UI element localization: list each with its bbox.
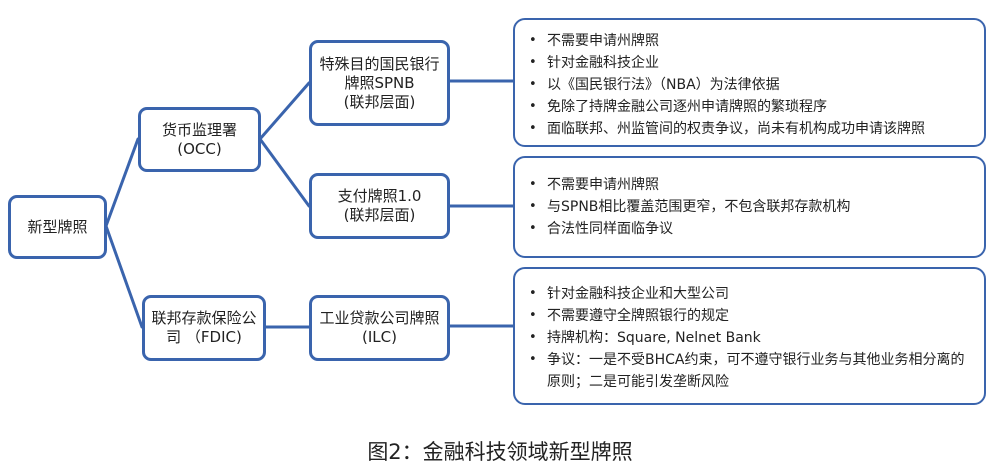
figure-caption: 图2：金融科技领域新型牌照	[367, 440, 633, 464]
license-label-line: 牌照SPNB	[344, 73, 415, 92]
detail-item: 不需要申请州牌照	[527, 30, 970, 52]
detail-item: 不需要遵守全牌照银行的规定	[527, 305, 970, 327]
root-node: 新型牌照	[8, 195, 107, 259]
root-label: 新型牌照	[27, 217, 88, 236]
detail-item: 持牌机构：Square, Nelnet Bank	[527, 327, 970, 349]
detail-item: 与SPNB相比覆盖范围更窄，不包含联邦存款机构	[527, 196, 970, 218]
detail-item: 面临联邦、州监管间的权责争议，尚未有机构成功申请该牌照	[527, 118, 970, 140]
link-occ-spnb	[258, 81, 311, 141]
regulator-label-line: 司 （FDIC)	[166, 328, 242, 346]
license-label-line: (联邦层面)	[343, 92, 416, 111]
detail-item: 针对金融科技企业	[527, 52, 970, 74]
regulator-label-line: 货币监理署	[161, 120, 237, 139]
regulator-node-occ: 货币监理署 (OCC)	[138, 107, 261, 172]
link-root-occ	[104, 137, 140, 228]
license-label-line: (ILC)	[362, 328, 397, 346]
regulator-node-fdic: 联邦存款保险公 司 （FDIC)	[142, 295, 266, 361]
detail-box-spnb: 不需要申请州牌照 针对金融科技企业 以《国民银行法》（NBA）为法律依据 免除了…	[513, 18, 986, 147]
detail-list: 不需要申请州牌照 与SPNB相比覆盖范围更窄，不包含联邦存款机构 合法性同样面临…	[527, 174, 970, 240]
detail-list: 针对金融科技企业和大型公司 不需要遵守全牌照银行的规定 持牌机构：Square,…	[527, 283, 970, 393]
detail-item: 针对金融科技企业和大型公司	[527, 283, 970, 305]
detail-item: 免除了持牌金融公司逐州申请牌照的繁琐程序	[527, 96, 970, 118]
license-label-line: 特殊目的国民银行	[319, 54, 440, 73]
regulator-label-line: 联邦存款保险公	[151, 309, 257, 327]
link-root-fdic	[104, 224, 144, 329]
detail-item: 合法性同样面临争议	[527, 218, 970, 240]
detail-item: 争议：一是不受BHCA约束，可不遵守银行业务与其他业务相分离的原则；二是可能引发…	[527, 349, 970, 393]
detail-item: 以《国民银行法》（NBA）为法律依据	[527, 74, 970, 96]
regulator-label-line: (OCC)	[177, 139, 222, 158]
detail-box-ilc: 针对金融科技企业和大型公司 不需要遵守全牌照银行的规定 持牌机构：Square,…	[513, 267, 986, 405]
license-node-payment: 支付牌照1.0 (联邦层面)	[309, 173, 450, 239]
detail-box-payment: 不需要申请州牌照 与SPNB相比覆盖范围更窄，不包含联邦存款机构 合法性同样面临…	[513, 156, 986, 258]
license-label-line: 工业贷款公司牌照	[319, 309, 440, 327]
link-occ-payment	[258, 137, 311, 208]
license-node-ilc: 工业贷款公司牌照 (ILC)	[309, 295, 450, 361]
license-node-spnb: 特殊目的国民银行 牌照SPNB (联邦层面)	[309, 40, 450, 126]
license-label-line: (联邦层面)	[343, 206, 416, 224]
license-label-line: 支付牌照1.0	[337, 187, 422, 205]
detail-list: 不需要申请州牌照 针对金融科技企业 以《国民银行法》（NBA）为法律依据 免除了…	[527, 30, 970, 140]
detail-item: 不需要申请州牌照	[527, 174, 970, 196]
